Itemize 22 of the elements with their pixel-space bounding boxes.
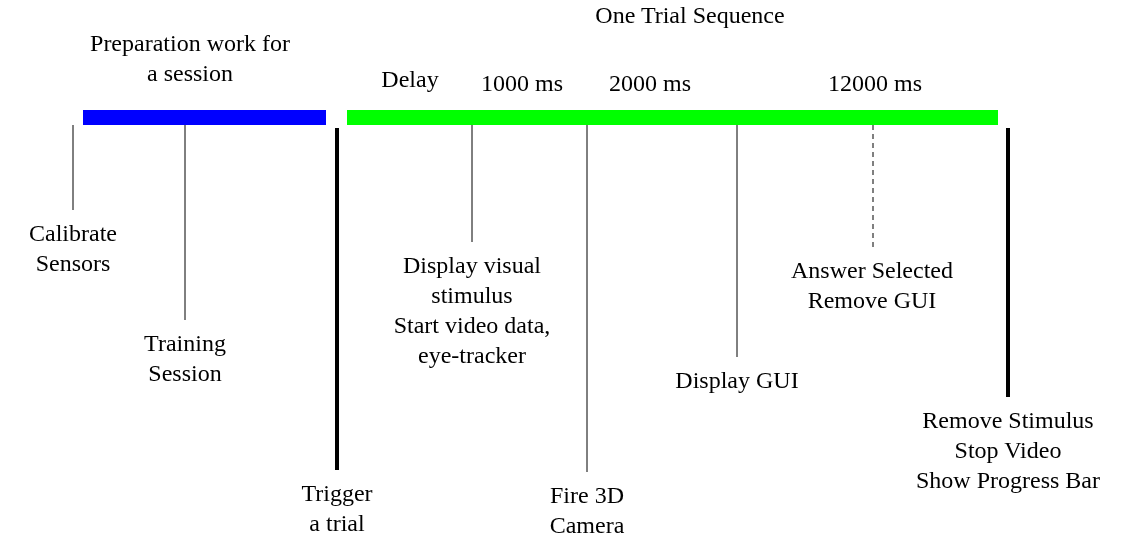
event-label: Training Session xyxy=(125,328,245,388)
event-label: Remove Stimulus Stop Video Show Progress Bar xyxy=(878,405,1138,495)
leader-line xyxy=(1006,128,1010,397)
duration-label: Delay xyxy=(381,65,439,94)
leader-line xyxy=(471,124,473,243)
timeline-heading: Preparation work for a session xyxy=(90,29,290,88)
event-label: Fire 3D Camera xyxy=(512,480,662,540)
event-label: Display visual stimulus Start video data, eye-tracker xyxy=(382,250,562,370)
duration-label: 12000 ms xyxy=(828,69,922,98)
leader-line xyxy=(335,128,339,470)
leader-line xyxy=(736,124,738,358)
event-label: Display GUI xyxy=(657,365,817,395)
event-label: Answer Selected Remove GUI xyxy=(767,255,977,315)
leader-line xyxy=(184,124,186,321)
leader-line xyxy=(72,124,74,211)
event-label: Calibrate Sensors xyxy=(3,218,143,278)
duration-label: 1000 ms xyxy=(481,69,563,98)
leader-line xyxy=(586,124,588,473)
event-label: Trigger a trial xyxy=(297,478,377,538)
timeline-heading: One Trial Sequence xyxy=(594,1,786,30)
leader-line xyxy=(872,124,874,248)
duration-label: 2000 ms xyxy=(609,69,691,98)
